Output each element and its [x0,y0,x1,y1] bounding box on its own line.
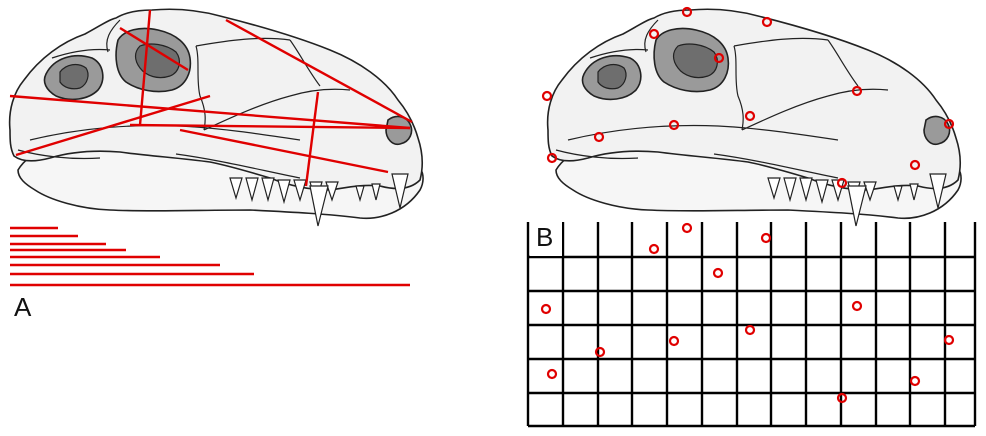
measurement-bars [10,226,410,287]
landmark-point [909,159,921,171]
landmark-point [681,222,693,234]
landmark-point [744,324,756,336]
landmark-point [712,267,724,279]
landmark-point [546,368,558,380]
measurement-line [304,91,320,187]
measurement-lines [9,9,413,187]
landmark-point [668,335,680,347]
landmark-point [594,346,606,358]
landmark-point [668,119,680,131]
panel-label-b: B [536,222,553,252]
landmark-point [836,392,848,404]
landmark-point [541,90,553,102]
landmark-point [761,16,773,28]
landmark-point [851,85,863,97]
measurement-line [9,94,411,130]
landmark-point [713,52,725,64]
skull-illustration-a [8,8,424,227]
label-backdrop [530,222,562,256]
panel-b: B [526,6,977,428]
landmark-point [836,177,848,189]
landmark-point [681,6,693,18]
landmark-point [540,303,552,315]
panel-label-a: A [14,292,32,322]
measurement-line [179,128,389,174]
deformation-grid [526,222,977,428]
landmark-point [744,110,756,122]
landmark-point [593,131,605,143]
landmark-point [648,243,660,255]
landmark-point [760,232,772,244]
grid-landmarks [540,222,955,404]
measurement-line [225,18,413,124]
landmark-point [943,334,955,346]
measurement-line [15,94,211,157]
panel-a: A [8,8,424,322]
measurement-line [129,123,411,130]
landmark-point [909,375,921,387]
landmark-point [943,118,955,130]
measurement-line [119,26,189,72]
landmark-point [851,300,863,312]
landmark-point [546,152,558,164]
landmark-point [648,28,660,40]
skull-landmarks [541,6,955,189]
